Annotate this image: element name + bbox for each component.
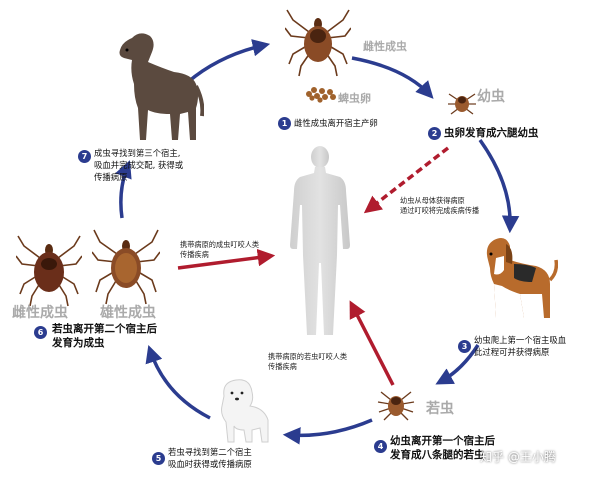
step-1-badge: 1 xyxy=(278,117,291,130)
female-adult-tick-left-icon xyxy=(16,235,82,307)
male-adult-tick-left-icon xyxy=(92,229,160,305)
arrow-larva-to-beagle xyxy=(478,138,520,234)
step-7-text: 成虫寻找到第三个宿主, 吸血并完成交配, 获得或 传播病原 xyxy=(94,148,184,182)
human-silhouette-icon xyxy=(290,146,350,335)
step-2-badge: 2 xyxy=(428,127,441,140)
arrow-adult-to-human xyxy=(177,248,276,270)
watermark: 知乎 @王小腾 xyxy=(480,450,556,464)
female-adult-tick-top-icon xyxy=(285,9,351,77)
white-puppy-icon xyxy=(221,379,269,443)
arrow-beagle-to-nymph xyxy=(435,344,480,385)
nymph-transmission-note: 携带病原的若虫叮咬人类 传播疾病 xyxy=(268,352,348,371)
step-6-text: 若虫离开第二个宿主后 发育为成虫 xyxy=(52,323,157,349)
nymph-label: 若虫 xyxy=(426,401,454,417)
step-3-text: 幼虫爬上第一个宿主吸血 此过程可并获得病原 xyxy=(474,335,567,357)
step-4-badge: 4 xyxy=(374,440,387,453)
female-adult-top-label: 雌性成虫 xyxy=(363,40,407,53)
step-4-text: 幼虫离开第一个宿主后 发育成八条腿的若虫 xyxy=(390,435,495,461)
larva-label: 幼虫 xyxy=(477,89,505,105)
eggs-label: 蜱虫卵 xyxy=(338,92,371,105)
adult-transmission-note: 携带病原的成虫叮咬人类 传播疾病 xyxy=(180,240,260,259)
arrow-nymph-to-human xyxy=(349,300,395,386)
tick-eggs-icon xyxy=(306,87,336,103)
step-1-text: 雌性成虫离开宿主产卵 xyxy=(294,118,378,128)
step-5-badge: 5 xyxy=(152,452,165,465)
large-dog-icon xyxy=(119,33,204,140)
arrow-adult-to-larva xyxy=(351,56,434,99)
arrow-puppy-to-adults xyxy=(145,345,211,420)
larva-transmission-note: 幼虫从母体获得病原 通过叮咬将完成疾病传播 xyxy=(400,196,480,215)
step-7-badge: 7 xyxy=(78,150,91,163)
step-3-badge: 3 xyxy=(458,340,471,353)
nymph-tick-icon xyxy=(377,391,415,421)
female-adult-left-label: 雌性成虫 xyxy=(12,305,68,321)
larva-tick-icon xyxy=(448,93,476,115)
arrow-larva-to-human xyxy=(363,146,450,214)
arrow-adults-to-dog xyxy=(115,160,132,219)
step-5-text: 若虫寻找到第二个宿主 吸血时获得或传播病原 xyxy=(168,447,252,469)
arrow-dog-to-adult xyxy=(186,39,271,84)
step-6-badge: 6 xyxy=(34,326,47,339)
beagle-icon xyxy=(486,238,558,318)
male-adult-left-label: 雄性成虫 xyxy=(100,305,156,321)
arrow-nymph-to-puppy xyxy=(282,418,373,445)
step-2-text: 虫卵发育成六腿幼虫 xyxy=(444,127,539,139)
